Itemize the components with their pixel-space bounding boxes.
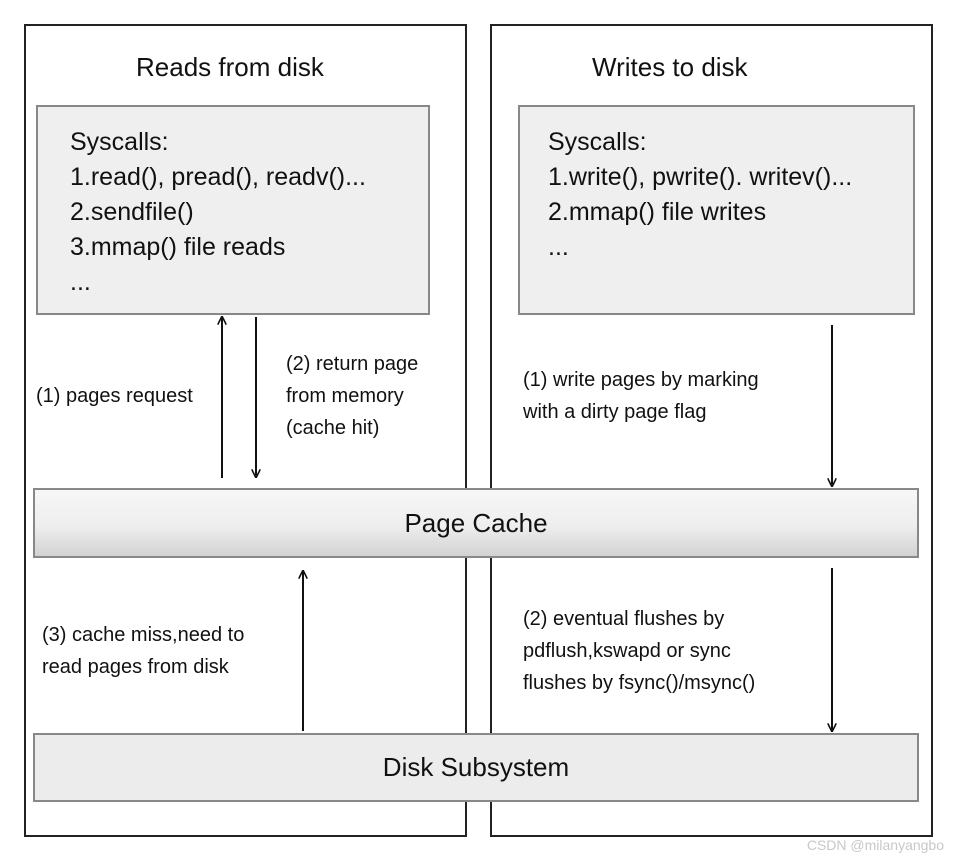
read-syscalls-heading: Syscalls: bbox=[70, 128, 169, 156]
writes-panel-title: Writes to disk bbox=[592, 52, 748, 82]
read-syscall-item: 1.read(), pread(), readv()... bbox=[70, 163, 366, 191]
write-syscalls-heading: Syscalls: bbox=[548, 128, 647, 156]
write-pages-label: (1) write pages by marking with a dirty … bbox=[523, 369, 759, 423]
write-syscall-item: 1.write(), pwrite(). writev()... bbox=[548, 163, 853, 191]
read-syscall-item: ... bbox=[70, 268, 91, 296]
watermark: CSDN @milanyangbo bbox=[806, 837, 944, 853]
read-syscall-item: 3.mmap() file reads bbox=[70, 233, 286, 261]
write-syscalls-box: Syscalls: 1.write(), pwrite(). writev().… bbox=[518, 105, 915, 315]
read-syscalls-box: Syscalls: 1.read(), pread(), readv()... … bbox=[36, 105, 430, 315]
page-cache-label: Page Cache bbox=[404, 507, 548, 538]
return-page-label: (2) return page from memory (cache hit) bbox=[286, 353, 419, 439]
write-syscall-item: ... bbox=[548, 233, 569, 261]
write-syscall-item: 2.mmap() file writes bbox=[548, 198, 767, 226]
reads-panel-title: Reads from disk bbox=[136, 52, 324, 82]
flush-label: (2) eventual flushes by pdflush,kswapd o… bbox=[523, 608, 756, 694]
page-cache-bar: Page Cache bbox=[33, 488, 919, 558]
disk-subsystem-label: Disk Subsystem bbox=[382, 752, 570, 782]
read-syscall-item: 2.sendfile() bbox=[70, 198, 194, 226]
disk-subsystem-bar: Disk Subsystem bbox=[33, 733, 919, 802]
pages-request-label: (1) pages request bbox=[36, 385, 193, 407]
cache-miss-label: (3) cache miss,need to read pages from d… bbox=[42, 624, 245, 678]
